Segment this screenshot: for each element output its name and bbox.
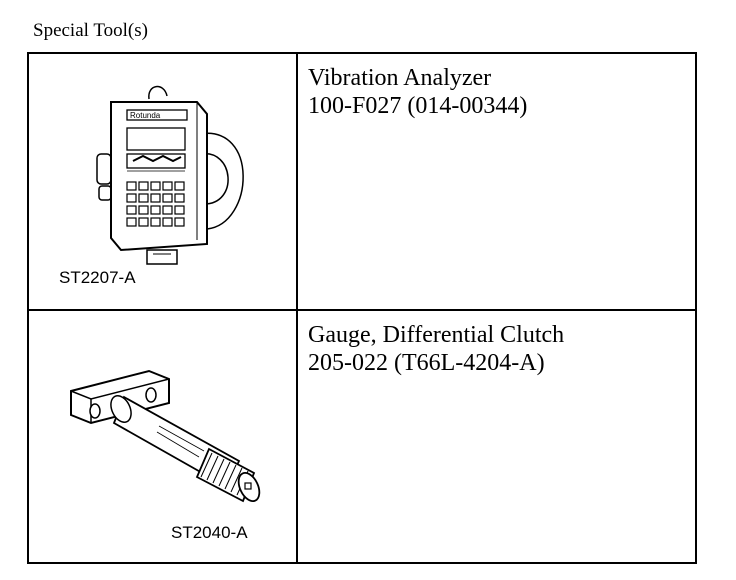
figure-code: ST2207-A bbox=[59, 268, 136, 287]
tool-part-number: 205-022 (T66L-4204-A) bbox=[308, 350, 545, 376]
vibration-analyzer-illustration: Rotunda bbox=[96, 85, 244, 265]
tool-row-vibration-analyzer: Rotunda ST2207-A Vi bbox=[29, 54, 695, 311]
tool-row-differential-clutch-gauge: ST2040-A Gauge, Differential Clutch 205-… bbox=[29, 311, 695, 562]
tool-part-number: 100-F027 (014-00344) bbox=[308, 93, 528, 119]
special-tools-table: Rotunda ST2207-A Vi bbox=[27, 52, 697, 564]
page-heading: Special Tool(s) bbox=[33, 20, 148, 41]
tool-description: Vibration Analyzer 100-F027 (014-00344) bbox=[308, 64, 527, 120]
tool-name: Gauge, Differential Clutch bbox=[308, 322, 565, 348]
device-brand-label: Rotunda bbox=[130, 111, 161, 120]
differential-clutch-gauge-illustration bbox=[70, 369, 261, 503]
tool-name: Vibration Analyzer bbox=[308, 65, 492, 91]
tool-description: Gauge, Differential Clutch 205-022 (T66L… bbox=[308, 321, 564, 377]
figure-code: ST2040-A bbox=[171, 523, 248, 542]
tool-image-cell: ST2040-A bbox=[29, 311, 298, 562]
tool-image-cell: Rotunda ST2207-A bbox=[29, 54, 298, 309]
